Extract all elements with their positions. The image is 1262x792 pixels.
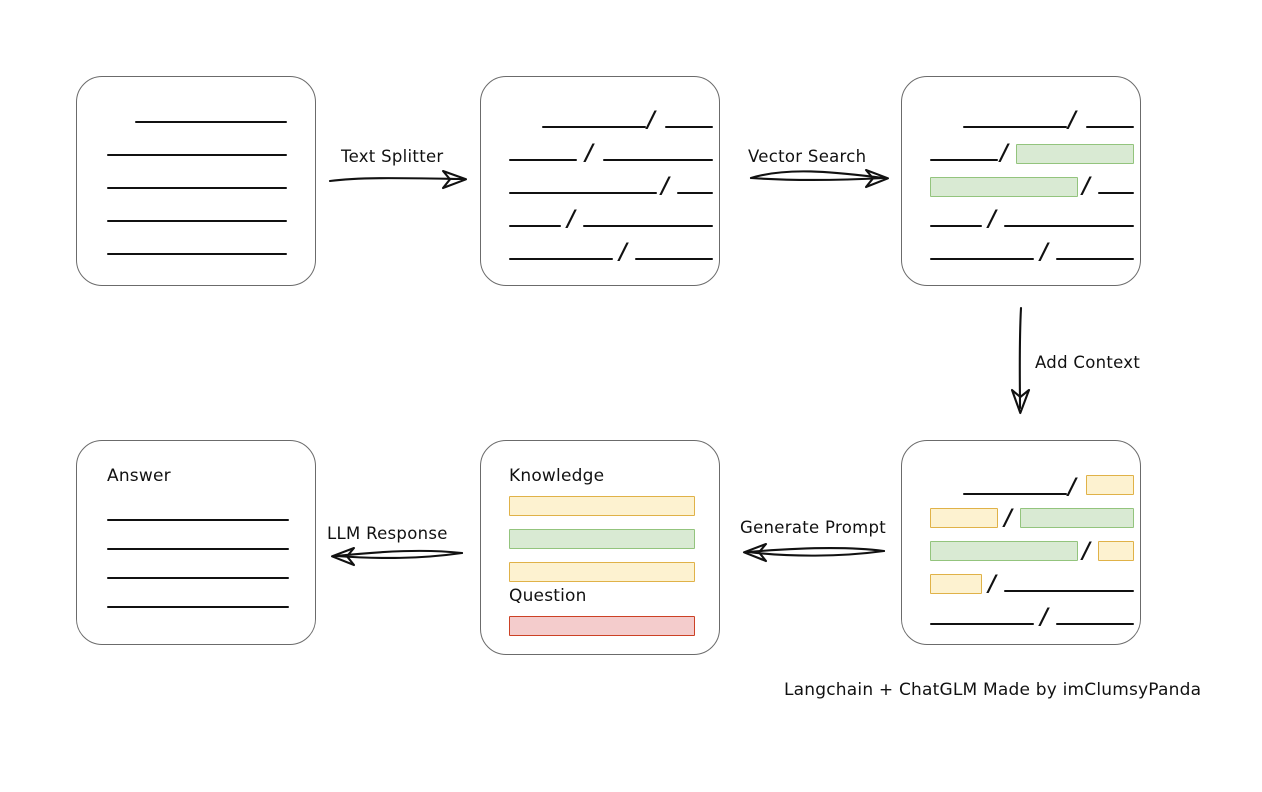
chunk-line xyxy=(1004,590,1134,592)
chunk-line xyxy=(542,126,646,128)
node-source-document[interactable] xyxy=(76,76,316,286)
arrow-text-splitter xyxy=(328,169,468,190)
retrieved-chunk-green[interactable] xyxy=(930,541,1078,561)
knowledge-bar-2[interactable] xyxy=(509,529,695,549)
chunk-separator: / xyxy=(1082,538,1091,564)
chunk-line xyxy=(1056,623,1134,625)
context-chunk-yellow[interactable] xyxy=(930,574,982,594)
arrow-vector-search xyxy=(749,168,890,189)
doc-line xyxy=(107,253,287,255)
edge-label-text-splitter: Text Splitter xyxy=(341,147,444,166)
chunk-line xyxy=(930,225,982,227)
chunk-line xyxy=(665,126,713,128)
doc-line xyxy=(107,220,287,222)
context-chunk-yellow[interactable] xyxy=(930,508,998,528)
chunk-line xyxy=(509,159,577,161)
chunk-line xyxy=(930,159,998,161)
edge-label-vector-search: Vector Search xyxy=(748,147,867,166)
answer-label: Answer xyxy=(107,466,171,486)
edge-label-generate-prompt: Generate Prompt xyxy=(740,518,886,537)
answer-line xyxy=(107,577,289,579)
doc-line xyxy=(107,187,287,189)
chunk-line xyxy=(930,258,1034,260)
knowledge-bar-1[interactable] xyxy=(509,496,695,516)
chunk-separator: / xyxy=(1040,604,1049,630)
chunk-line xyxy=(509,192,657,194)
chunk-line xyxy=(509,258,613,260)
chunk-line xyxy=(963,493,1067,495)
context-chunk-yellow[interactable] xyxy=(1098,541,1134,561)
answer-line xyxy=(107,606,289,608)
chunk-line xyxy=(1098,192,1134,194)
chunk-line xyxy=(1086,126,1134,128)
chunk-separator: / xyxy=(1068,474,1077,500)
chunk-separator: / xyxy=(1004,505,1013,531)
chunk-separator: / xyxy=(1000,140,1009,166)
chunk-separator: / xyxy=(661,173,670,199)
answer-line xyxy=(107,548,289,550)
chunk-separator: / xyxy=(988,571,997,597)
edge-label-add-context: Add Context xyxy=(1035,353,1141,372)
question-bar-1[interactable] xyxy=(509,616,695,636)
chunk-separator: / xyxy=(619,239,628,265)
chunk-separator: / xyxy=(567,206,576,232)
arrow-add-context xyxy=(1010,306,1031,415)
chunk-line xyxy=(1004,225,1134,227)
chunk-line xyxy=(635,258,713,260)
chunk-separator: / xyxy=(647,107,656,133)
arrow-llm-response xyxy=(330,546,464,567)
chunk-separator: / xyxy=(1082,173,1091,199)
answer-line xyxy=(107,519,289,521)
chunk-line xyxy=(509,225,561,227)
node-answer[interactable]: Answer xyxy=(76,440,316,645)
chunk-line xyxy=(963,126,1067,128)
retrieved-chunk-green[interactable] xyxy=(1016,144,1134,164)
doc-line xyxy=(107,154,287,156)
knowledge-label: Knowledge xyxy=(509,466,605,486)
node-context-added[interactable]: / / / / / xyxy=(901,440,1141,645)
node-vector-search-results[interactable]: / / / / / xyxy=(901,76,1141,286)
chunk-line xyxy=(603,159,713,161)
context-chunk-yellow[interactable] xyxy=(1086,475,1134,495)
chunk-line xyxy=(677,192,713,194)
retrieved-chunk-green[interactable] xyxy=(930,177,1078,197)
chunk-line xyxy=(583,225,713,227)
node-split-chunks[interactable]: / / / / / xyxy=(480,76,720,286)
node-generated-prompt[interactable]: Knowledge Question xyxy=(480,440,720,655)
chunk-separator: / xyxy=(585,140,594,166)
chunk-separator: / xyxy=(988,206,997,232)
knowledge-bar-3[interactable] xyxy=(509,562,695,582)
chunk-separator: / xyxy=(1068,107,1077,133)
chunk-separator: / xyxy=(1040,239,1049,265)
chunk-line xyxy=(930,623,1034,625)
chunk-line xyxy=(1056,258,1134,260)
arrow-generate-prompt xyxy=(742,542,886,563)
doc-line xyxy=(135,121,287,123)
question-label: Question xyxy=(509,586,587,606)
footer-credit: Langchain + ChatGLM Made by imClumsyPand… xyxy=(784,680,1202,700)
retrieved-chunk-green[interactable] xyxy=(1020,508,1134,528)
edge-label-llm-response: LLM Response xyxy=(327,524,448,543)
